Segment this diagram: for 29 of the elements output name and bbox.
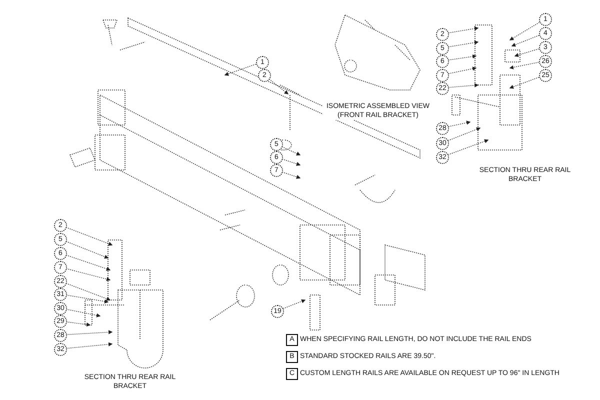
leader-line	[66, 282, 111, 301]
leader-line	[448, 83, 479, 88]
leader-line	[448, 26, 479, 34]
leader-line	[66, 330, 113, 335]
leader-line	[66, 254, 111, 271]
leader-line	[66, 268, 111, 282]
leader-line	[282, 146, 301, 156]
leader-line	[66, 241, 109, 259]
leader-line	[66, 308, 101, 318]
leader-line	[448, 139, 489, 156]
leader-line	[282, 158, 301, 166]
leader-line	[514, 48, 540, 57]
leader-line	[511, 35, 540, 47]
leader-line	[282, 299, 306, 309]
leader-line	[509, 62, 539, 70]
leader-line	[448, 66, 477, 74]
leader-line	[448, 54, 477, 60]
leader-line	[66, 226, 113, 246]
leader-line	[509, 76, 540, 89]
leader-line	[448, 127, 481, 141]
leader-line	[224, 64, 256, 76]
leader-line	[66, 322, 91, 327]
leader-line	[268, 78, 289, 94]
leader-line	[66, 342, 113, 349]
leader-line	[282, 172, 301, 179]
leader-line	[448, 120, 471, 127]
leader-line	[448, 40, 479, 48]
leader-line	[66, 294, 109, 304]
leader-line	[509, 22, 540, 40]
